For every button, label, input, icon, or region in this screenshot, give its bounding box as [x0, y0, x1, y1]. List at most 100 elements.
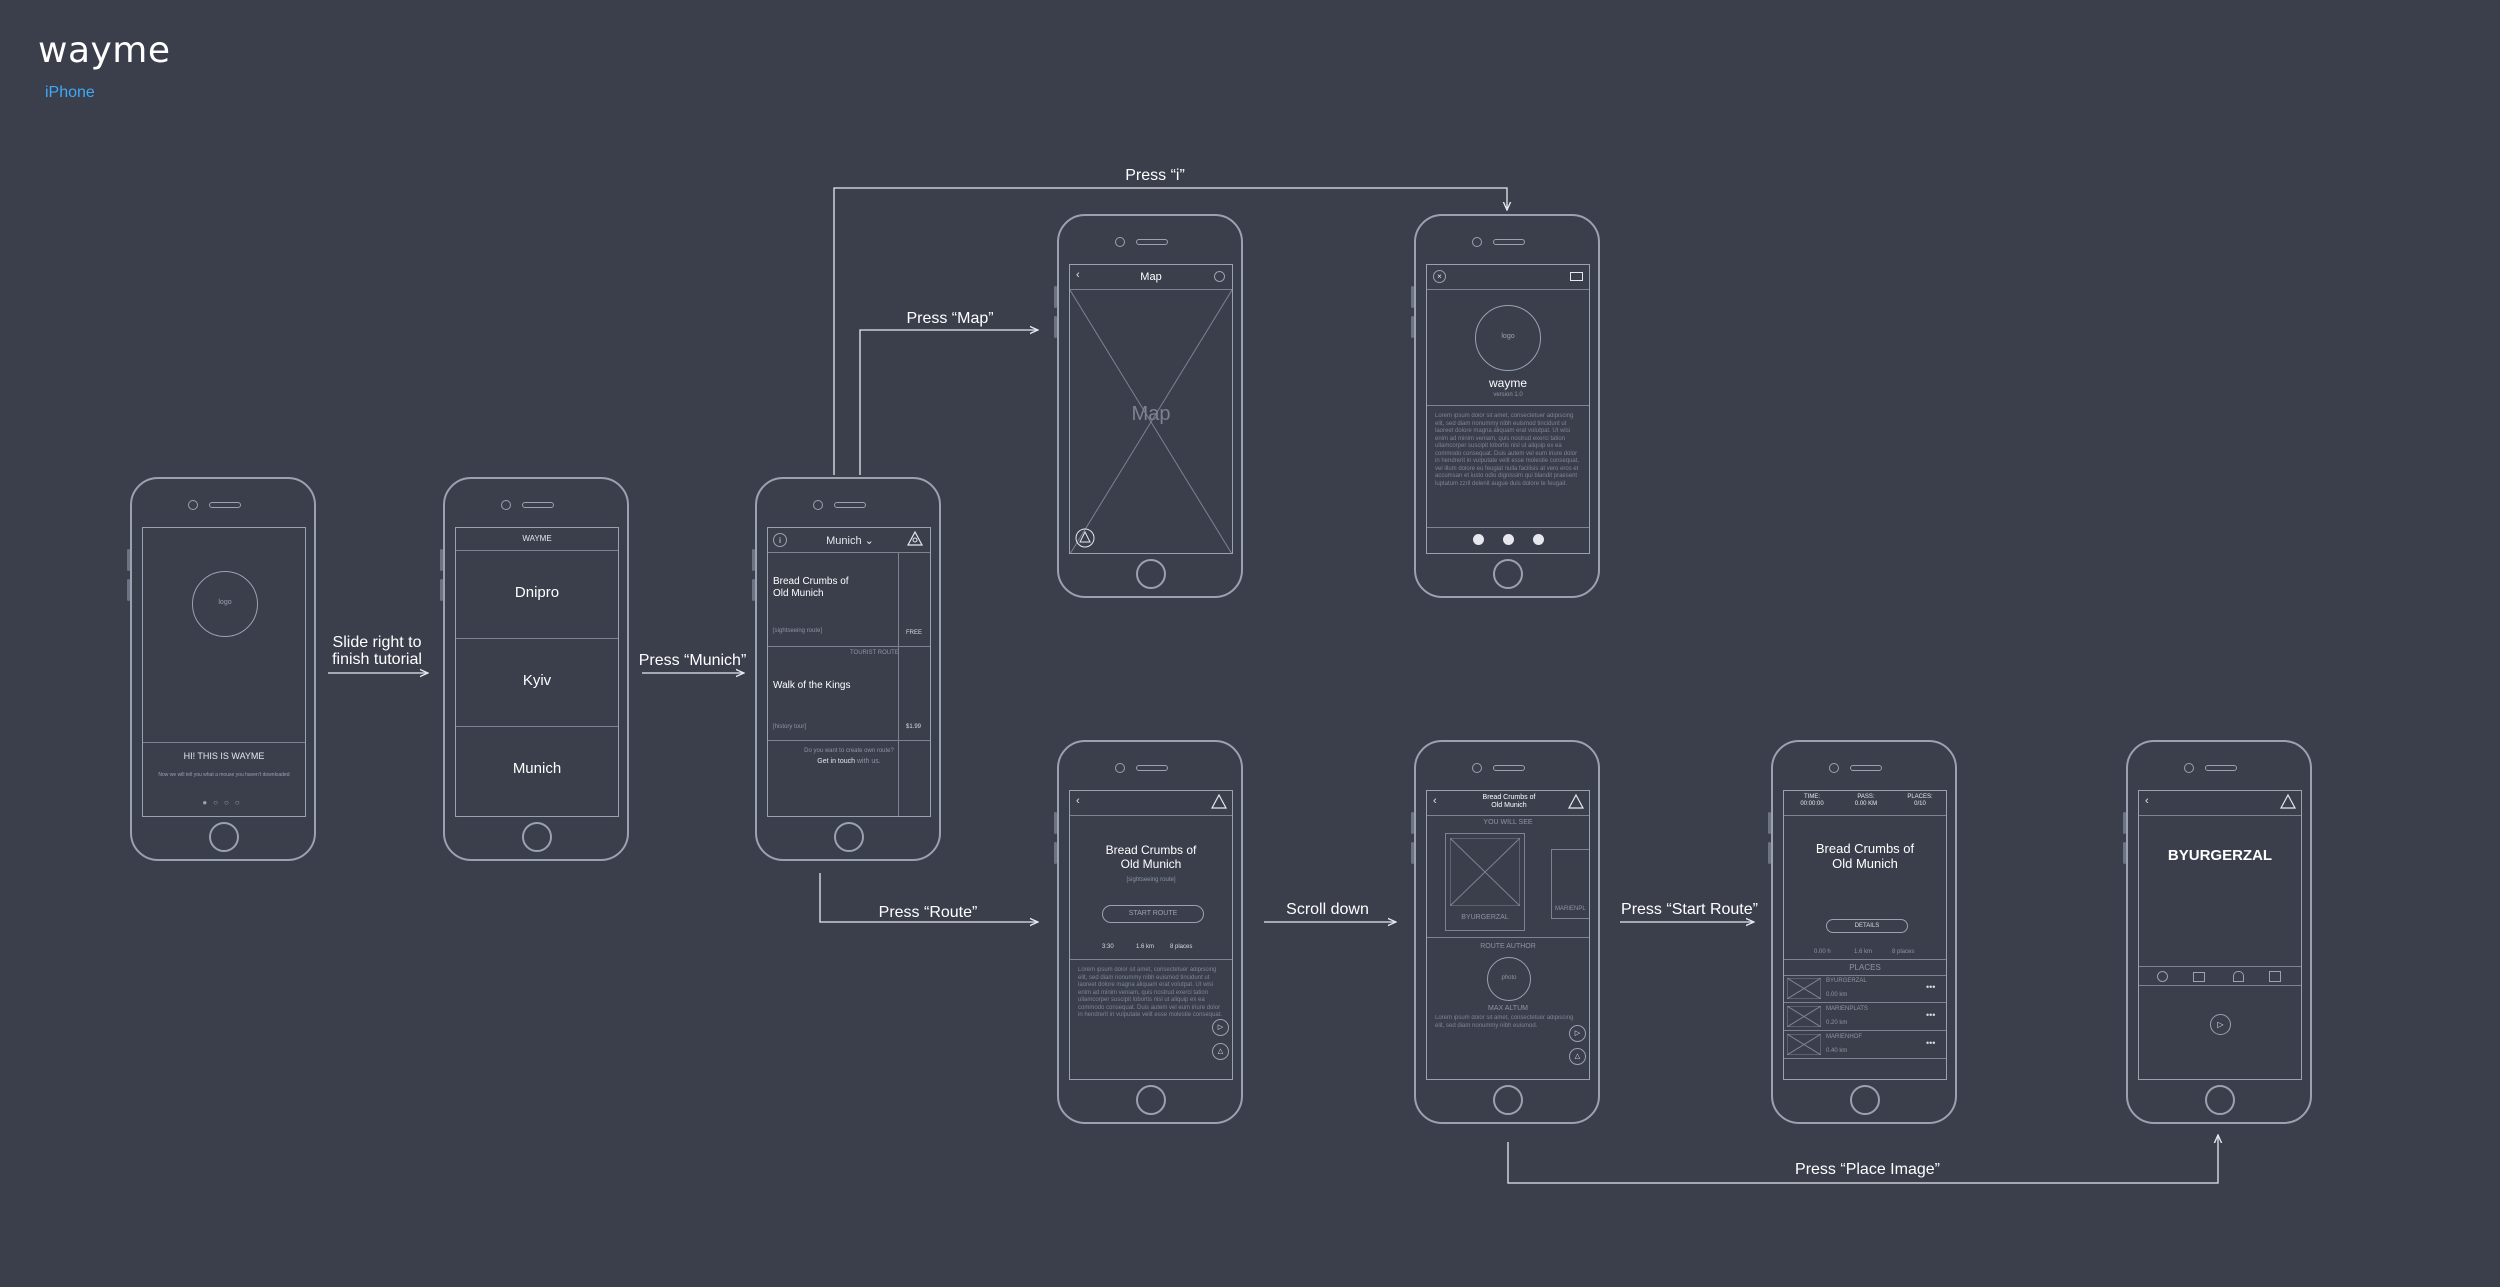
- route-tag: [sightseeing route]: [1126, 877, 1176, 883]
- chevron-down-icon: ⌄: [864, 535, 874, 547]
- place-distance: 0.40 km: [1826, 1048, 1848, 1054]
- place-thumbnail[interactable]: [1787, 1034, 1821, 1055]
- routes-screen: i Munich ⌄ Bread Crumbs of Old Munich [s…: [767, 527, 931, 817]
- label-press-start-route: Press “Start Route”: [1621, 901, 1758, 918]
- route-detail-screen: ‹ Bread Crumbs of Old Munich [sightseein…: [1069, 790, 1233, 1080]
- app-title: wayme: [38, 30, 171, 71]
- pass-value: 0.00 KM: [1854, 801, 1878, 807]
- pass-stat: PASS:0.00 KM: [1844, 794, 1888, 808]
- locate-icon[interactable]: [1214, 271, 1225, 282]
- place-row[interactable]: BYURGERZAL 0.00 km •••: [1784, 975, 1946, 1003]
- facebook-icon[interactable]: [1473, 534, 1484, 545]
- place-thumbnail[interactable]: [1787, 1006, 1821, 1027]
- route-map-icon[interactable]: [1210, 794, 1228, 810]
- pagination-dots[interactable]: ●○○○: [202, 798, 246, 807]
- phone-route-detail: ‹ Bread Crumbs of Old Munich [sightseein…: [1054, 740, 1243, 1124]
- navigate-icon[interactable]: △: [1212, 1043, 1229, 1060]
- navigate-icon[interactable]: △: [1569, 1048, 1586, 1065]
- route-scrolled-screen: ‹ Bread Crumbs of Old Munich YOU WILL SE…: [1426, 790, 1590, 1080]
- vimeo-icon[interactable]: [1503, 534, 1514, 545]
- place-row[interactable]: MARIENHOF 0.40 km •••: [1784, 1031, 1946, 1059]
- route1-tag: [sightseeing route]: [773, 628, 823, 634]
- contact-suffix: with us.: [856, 758, 881, 765]
- places-value: 0/10: [1914, 801, 1926, 807]
- about-logo-label: logo: [1501, 333, 1515, 340]
- details-button[interactable]: DETAILS: [1826, 919, 1908, 933]
- more-icon[interactable]: •••: [1926, 1010, 1936, 1020]
- place-image-card-2[interactable]: MARIENPL: [1551, 849, 1589, 919]
- play-icon[interactable]: ▷: [1212, 1019, 1229, 1036]
- route-distance: 1.6 km: [1136, 944, 1155, 950]
- mail-icon[interactable]: [1570, 272, 1583, 281]
- logo-circle: [192, 571, 258, 637]
- gallery-tab-icon[interactable]: [2193, 972, 2205, 982]
- you-will-see-heading: YOU WILL SEE: [1483, 819, 1533, 826]
- phone-place: ‹ BYURGERZAL ▷: [2123, 740, 2312, 1124]
- phone-tutorial: logo HI! THIS IS WAYME Now we will tell …: [127, 477, 316, 861]
- play-icon[interactable]: ▷: [2210, 1014, 2231, 1035]
- building-tab-icon[interactable]: [2269, 971, 2281, 982]
- route2-title: Walk of the Kings: [773, 680, 851, 691]
- city-dnipro[interactable]: Dnipro: [514, 584, 560, 601]
- get-in-touch-link[interactable]: Get in touch: [817, 758, 856, 765]
- pass-label: PASS:: [1857, 794, 1875, 800]
- route2-price: $1.99: [906, 724, 922, 730]
- map-marker-icon[interactable]: [1075, 528, 1095, 548]
- about-version: version 1.0: [1493, 392, 1523, 398]
- phone-about: × logo wayme version 1.0 Lorem ipsum dol…: [1411, 214, 1600, 598]
- route-card-2[interactable]: TOURIST ROUTE Walk of the Kings [history…: [768, 646, 930, 740]
- tutorial-screen[interactable]: logo HI! THIS IS WAYME Now we will tell …: [142, 527, 306, 817]
- place-row[interactable]: MARIENPLATS 0.20 km •••: [1784, 1003, 1946, 1031]
- route-card-1[interactable]: Bread Crumbs of Old Munich [sightseeing …: [768, 552, 930, 646]
- close-icon[interactable]: ×: [1433, 270, 1446, 283]
- route-description: Lorem ipsum dolor sit amet, consectetuer…: [1078, 967, 1223, 1018]
- tutorial-body: Now we will tell you what a mouse you ha…: [158, 772, 290, 778]
- author-photo-label: photo: [1501, 975, 1517, 981]
- logo-label: logo: [218, 599, 232, 606]
- active-distance: 1.6 km: [1854, 949, 1873, 955]
- info-icon[interactable]: i: [773, 533, 787, 547]
- info-tab-icon[interactable]: [2157, 971, 2168, 982]
- platform-label: iPhone: [45, 84, 95, 101]
- route1-price: FREE: [906, 630, 923, 636]
- active-route-screen: TIME:00:00:00 PASS:0.00 KM PLACES:0/10 B…: [1783, 790, 1947, 1080]
- phone-routes: i Munich ⌄ Bread Crumbs of Old Munich [s…: [752, 477, 941, 861]
- place-title: BYURGERZAL: [2167, 847, 2273, 864]
- start-route-button[interactable]: START ROUTE: [1102, 905, 1204, 923]
- cities-header: WAYME: [522, 534, 552, 543]
- navigate-icon[interactable]: [2279, 794, 2297, 810]
- label-scroll-down: Scroll down: [1286, 901, 1369, 918]
- label-press-info: Press “i”: [1125, 167, 1185, 184]
- instagram-icon[interactable]: [1533, 534, 1544, 545]
- place-image-card[interactable]: BYURGERZAL: [1445, 833, 1525, 931]
- map-icon[interactable]: [906, 531, 924, 547]
- back-arrow-icon[interactable]: ‹: [2145, 795, 2149, 807]
- more-icon[interactable]: •••: [1926, 982, 1936, 992]
- back-arrow-icon[interactable]: ‹: [1076, 269, 1080, 281]
- label-press-place-image: Press “Place Image”: [1795, 1161, 1940, 1178]
- map-placeholder[interactable]: [1070, 290, 1232, 554]
- route-title: Bread Crumbs of Old Munich: [1105, 843, 1197, 871]
- city-selector[interactable]: Munich ⌄: [818, 534, 882, 547]
- play-icon[interactable]: ▷: [1569, 1025, 1586, 1042]
- about-logo-circle: [1475, 305, 1541, 371]
- tutorial-heading: HI! THIS IS WAYME: [183, 751, 265, 761]
- route-map-icon[interactable]: [1567, 794, 1585, 810]
- label-press-map: Press “Map”: [906, 310, 994, 327]
- scrolled-title: Bread Crumbs of Old Munich: [1482, 794, 1536, 809]
- phone-active-route: TIME:00:00:00 PASS:0.00 KM PLACES:0/10 B…: [1768, 740, 1957, 1124]
- phone-route-scrolled: ‹ Bread Crumbs of Old Munich YOU WILL SE…: [1411, 740, 1600, 1124]
- back-arrow-icon[interactable]: ‹: [1433, 795, 1437, 807]
- time-label: TIME:: [1804, 794, 1820, 800]
- place-card-label: BYURGERZAL: [1461, 914, 1509, 921]
- city-kyiv[interactable]: Kyiv: [522, 672, 552, 689]
- back-arrow-icon[interactable]: ‹: [1076, 795, 1080, 807]
- more-icon[interactable]: •••: [1926, 1038, 1936, 1048]
- contact-line: Get in touch with us.: [768, 758, 930, 765]
- place-card-label-2: MARIENPL: [1555, 906, 1586, 912]
- about-app-name: wayme: [1488, 376, 1527, 390]
- phone-map: ‹ Map Map: [1054, 214, 1243, 598]
- place-thumbnail[interactable]: [1787, 978, 1821, 999]
- city-munich[interactable]: Munich: [512, 760, 562, 777]
- audio-tab-icon[interactable]: [2233, 971, 2244, 982]
